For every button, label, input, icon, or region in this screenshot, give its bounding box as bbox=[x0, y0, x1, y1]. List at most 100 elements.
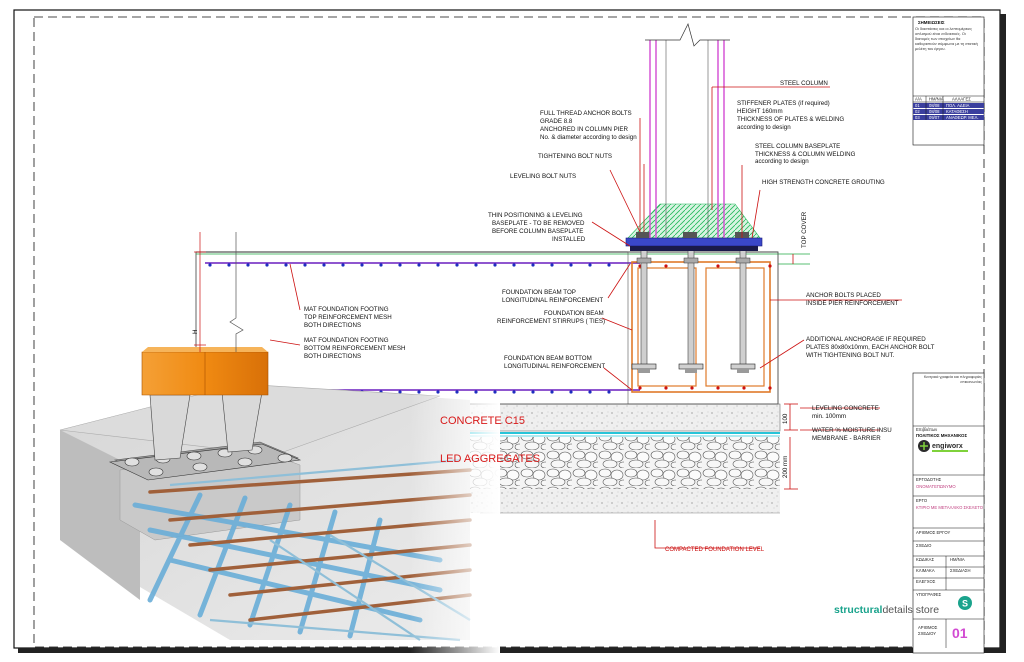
brand-bold: structural bbox=[834, 604, 883, 616]
label-tightening: TIGHTENING BOLT NUTS bbox=[538, 153, 612, 160]
label-mat-bot-3: BOTH DIRECTIONS bbox=[304, 353, 361, 360]
label-leveling-concrete-2: min. 100mm bbox=[812, 413, 846, 420]
label-additional: ADDITIONAL ANCHORAGE IF REQUIRED bbox=[806, 336, 926, 343]
signatures-label: ΥΠΟΓΡΑΦΕΣ bbox=[916, 592, 942, 597]
engineer-value: ΠΟΛΙΤΙΚΟΣ ΜΗΧΑΝΙΚΟΣ bbox=[916, 433, 967, 438]
label-mat-top-2: TOP REINFORCEMENT MESH bbox=[304, 314, 392, 321]
rev-header-no: Α/Α bbox=[915, 97, 922, 102]
label-mat-top-3: BOTH DIRECTIONS bbox=[304, 322, 361, 329]
label-beam-bot-2: LONGITUDINAL REINFORCEMENT bbox=[504, 363, 605, 370]
rebar-dot bbox=[550, 263, 554, 267]
label-anchor-placed: ANCHOR BOLTS PLACED bbox=[806, 292, 881, 299]
rev-2-change: ΚΑΤΑΘΕΣΗ bbox=[946, 109, 968, 114]
engiworx-logo: engiworx bbox=[918, 440, 968, 452]
beam-stirrup-outer bbox=[631, 261, 771, 393]
label-beam-bot: FOUNDATION BEAM BOTTOM bbox=[504, 355, 592, 362]
leveling-baseplate bbox=[630, 246, 758, 251]
client-value: ΟΝΟΜΑΤΕΠΩΝΥΜΟ bbox=[916, 484, 956, 489]
rebar-dot bbox=[379, 263, 383, 267]
rebar-dot bbox=[531, 390, 535, 394]
project-no-label: ΑΡΙΘΜΟΣ ΕΡΓΟΥ bbox=[916, 530, 951, 535]
rev-3-date: 09/07 bbox=[929, 115, 940, 120]
column-baseplate bbox=[625, 237, 763, 247]
label-additional-2: PLATES 80x80x10mm, EACH ANCHOR BOLT bbox=[806, 344, 935, 351]
label-anchor-3: ANCHORED IN COLUMN PIER bbox=[540, 126, 629, 133]
rebar-dot bbox=[742, 386, 746, 390]
label-aggregates: LED AGGREGATES bbox=[440, 453, 540, 465]
label-baseplate-2: THICKNESS & COLUMN WELDING bbox=[755, 151, 856, 158]
rebar-dot bbox=[607, 390, 611, 394]
company-text: Κεντρικά γραφεία και πληροφορίες επικοιν… bbox=[923, 375, 982, 384]
rebar-dot bbox=[341, 263, 345, 267]
rebar-dot bbox=[569, 263, 573, 267]
label-stirrups-2: REINFORCEMENT STIRRUPS ( TIES) bbox=[497, 318, 605, 325]
dim-h: H bbox=[192, 330, 199, 334]
code-label: ΚΩΔΙΚΑΣ bbox=[916, 557, 934, 562]
rebar-dot bbox=[690, 386, 694, 390]
structural-details-logo: S structuraldetails store bbox=[834, 596, 972, 616]
engiworx-text: engiworx bbox=[932, 443, 963, 450]
rebar-dot bbox=[474, 263, 478, 267]
rebar-dot bbox=[638, 386, 642, 390]
label-additional-3: WITH TIGHTENING BOLT NUT. bbox=[806, 352, 895, 359]
rebar-dot bbox=[768, 264, 772, 268]
rev-3-change: ΑΝΑΘΕΩΡ. ΜΕΛ. bbox=[946, 115, 979, 120]
sheet-no-label-2: ΣΧΕΔΙΟΥ bbox=[918, 631, 936, 636]
label-thin-2: BASEPLATE - TO BE REMOVED bbox=[492, 220, 585, 227]
drawn-label: ΣΧΕΔΙΑΣΗ bbox=[950, 568, 971, 573]
label-water: WATER % MOISTURE INSU bbox=[812, 427, 892, 434]
steel-column bbox=[645, 23, 730, 238]
label-beam-top-2: LONGITUDINAL REINFORCEMENT bbox=[502, 297, 603, 304]
rebar-dot bbox=[455, 390, 459, 394]
sheet-shadow-right bbox=[1000, 14, 1006, 652]
rebar-dot bbox=[474, 390, 478, 394]
rebar-dot bbox=[716, 386, 720, 390]
label-leveling-concrete: LEVELING CONCRETE bbox=[812, 405, 879, 412]
rebar-dot bbox=[607, 263, 611, 267]
notes-title: ΣΗΜΕΙΩΣΕΙΣ bbox=[918, 20, 945, 25]
dimension-lines bbox=[784, 254, 798, 490]
label-stiffener-3: THICKNESS OF PLATES & WELDING bbox=[737, 116, 844, 123]
rebar-dot bbox=[417, 390, 421, 394]
rebar-dot bbox=[284, 263, 288, 267]
scale-label: ΚΛΙΜΑΚΑ bbox=[916, 568, 935, 573]
rev-3-no: 03 bbox=[915, 115, 920, 120]
rev-header-date: ΗΜ/ΝΙΑ bbox=[929, 97, 944, 102]
rebar-dot bbox=[208, 263, 212, 267]
rebar-dot bbox=[322, 263, 326, 267]
iso-illustration bbox=[59, 232, 472, 642]
label-baseplate: STEEL COLUMN BASEPLATE bbox=[755, 143, 840, 150]
beam-stirrup-inner-2 bbox=[705, 267, 765, 387]
revisions-table: Α/Α ΗΜ/ΝΙΑ ΑΛΛΑΓΕΣ 01 08/08 ΠΟΛ. ΑΔΕΙΑ 0… bbox=[913, 95, 984, 120]
label-stiffener-2: HEIGHT 160mm bbox=[737, 108, 783, 115]
rebar-dot bbox=[227, 263, 231, 267]
rebar-dot bbox=[588, 263, 592, 267]
label-anchor-2: GRADE 8.8 bbox=[540, 118, 573, 125]
rev-2-date: 08/08 bbox=[929, 109, 940, 114]
rebar-dot bbox=[303, 263, 307, 267]
label-baseplate-3: according to design bbox=[755, 158, 809, 165]
project-label: ΕΡΓΟ bbox=[916, 498, 928, 503]
label-stiffener-4: according to design bbox=[737, 124, 791, 131]
label-stirrups: FOUNDATION BEAM bbox=[544, 310, 604, 317]
rebar-dot bbox=[398, 390, 402, 394]
project-value: ΚΤΙΡΙΟ ΜΕ ΜΕΤΑΛΛΙΚΟ ΣΚΕΛΕΤΟ bbox=[916, 505, 984, 510]
label-thin: THIN POSITIONING & LEVELING bbox=[488, 212, 583, 219]
rev-header-changes: ΑΛΛΑΓΕΣ bbox=[952, 97, 971, 102]
inner-dashed-frame bbox=[33, 16, 985, 648]
callout-labels: STEEL COLUMN STIFFENER PLATES (if requir… bbox=[192, 80, 935, 553]
client-label: ΕΡΓΟΔΟΤΗΣ bbox=[916, 477, 942, 482]
rebar-dot bbox=[417, 263, 421, 267]
rev-1-date: 08/08 bbox=[929, 103, 940, 108]
drawing-label: ΣΧΕΔΙΟ bbox=[916, 543, 932, 548]
label-concrete-c15: CONCRETE C15 bbox=[440, 415, 525, 427]
label-grouting: HIGH STRENGTH CONCRETE GROUTING bbox=[762, 179, 885, 186]
rebar-dot bbox=[246, 263, 250, 267]
rev-1-change: ΠΟΛ. ΑΔΕΙΑ bbox=[946, 103, 970, 108]
label-mat-bot-2: BOTTOM REINFORCEMENT MESH bbox=[304, 345, 406, 352]
label-stiffener: STIFFENER PLATES (if required) bbox=[737, 100, 830, 107]
label-anchor: FULL THREAD ANCHOR BOLTS bbox=[540, 110, 632, 117]
beam-stirrup-inner-1 bbox=[637, 267, 697, 387]
engineer-label: Επιβλέπων bbox=[916, 427, 937, 432]
